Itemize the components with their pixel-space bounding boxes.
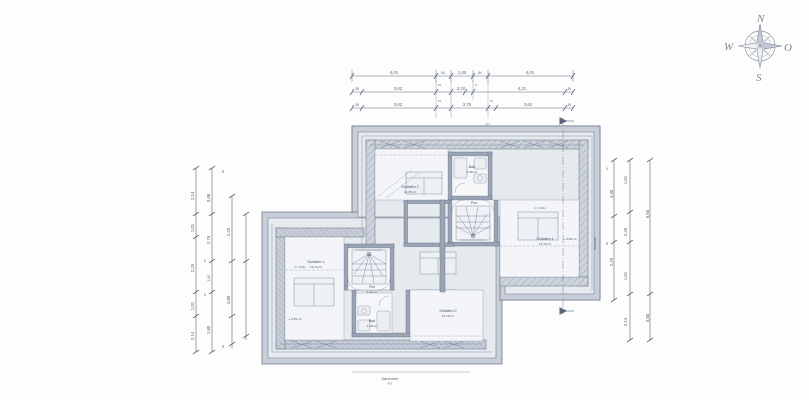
window-note-left: h = 2,00m: [294, 265, 306, 269]
room-area-schlafen2-bottom: 11,78 m²: [442, 314, 454, 318]
dim-top1-1: 84: [441, 71, 445, 75]
dim-left-m-3: 1,80: [206, 325, 211, 334]
dim-left-o-1: 1,01: [190, 223, 195, 232]
dim-left-o-3: 1,01: [190, 301, 195, 310]
compass-west-label: W: [724, 41, 734, 53]
room-area-bad-top: 4,18 m²: [467, 170, 478, 174]
dim-left-s-3: 15: [203, 293, 207, 296]
dim-left-s-1: 38: [221, 345, 225, 348]
dim-left-s-2: 15: [203, 259, 207, 262]
room-label-bad-bottom: Bad: [369, 319, 376, 323]
dim-right-t-0: 6,50: [645, 209, 650, 218]
staircase-top: [455, 205, 491, 241]
dim-left-i-1: 3,80: [226, 295, 231, 304]
room-area-flur-bottom: 5,94 m²: [367, 290, 378, 294]
room-flur-top: Flur: [451, 199, 495, 243]
room-area-bad-bottom: 4,18 m²: [367, 324, 378, 328]
dim-top3-2: 2,75: [463, 102, 472, 107]
room-label-flur-bottom: Flur: [369, 285, 376, 289]
room-area-schlafen1-left: 13,74 m²: [310, 265, 322, 269]
room-label-bad-top: Bad: [469, 165, 476, 169]
section-markers: [559, 117, 574, 315]
compass-south-label: S: [756, 72, 762, 84]
window-note-right: h = 2,00m: [534, 206, 546, 210]
room-label-flur-top: Flur: [471, 201, 478, 205]
dim-top-small-3: 15: [490, 99, 493, 103]
dim-top-small-2: 15: [438, 99, 441, 103]
right-dimension-chains: [610, 157, 654, 343]
dim-top1-3: 84: [478, 71, 482, 75]
room-area-schlafen2-top: 11,78 m²: [404, 190, 416, 194]
dim-right-t-1: 3,80: [645, 313, 650, 322]
room-schlafen1-right: h = 2,00m Schlafen 1 + 3,09 m² 13,74 m²: [499, 199, 580, 278]
top-dimension-labels: 4,01 84 1,30 84 4,01 38 3,62 2,10 4,21 3…: [355, 70, 571, 107]
dim-top-small-0: 15: [438, 83, 441, 87]
room-area-schlafen1-right: 13,74 m²: [539, 242, 551, 246]
dim-top2-4: 38: [567, 87, 571, 91]
room-label-schlafen2-bottom: Schlafen 2: [439, 309, 456, 313]
room-label-schlafen2-top: Schlafen 2: [401, 185, 418, 189]
dim-top2-1: 3,62: [394, 86, 403, 91]
compass-rose: N O S W: [724, 13, 792, 84]
room-label-schlafen1-left: Schlafen 1: [307, 260, 324, 264]
dim-right-m-1: 2,29: [609, 257, 614, 266]
room-schlafen2-top: Schlafen 2 11,78 m²: [374, 148, 449, 201]
dim-left-o-2: 2,29: [190, 263, 195, 272]
dim-top3-0: 38: [355, 103, 359, 107]
left-dimension-labels: 2,14 1,01 2,29 1,01 2,14 3,88 1,76 1,00 …: [190, 170, 231, 348]
dim-top3-3: 3,62: [524, 102, 533, 107]
dim-right-o-3: 1,01: [623, 271, 628, 280]
dim-top3-4: 38: [567, 103, 571, 107]
staircase-bottom: [351, 249, 387, 285]
room-note-schlafen1-left: + 3,09 m²: [288, 317, 301, 321]
room-bad-top: Bad 4,18 m²: [451, 155, 489, 197]
dim-top1-4: 4,01: [526, 70, 535, 75]
top-dimension-chains: [349, 70, 576, 118]
dim-top2-0: 38: [355, 87, 359, 91]
sheet-note-bottom-code: F7: [388, 382, 392, 386]
compass-north-label: N: [756, 13, 765, 25]
dim-right-o-4: 2,14: [623, 317, 628, 326]
sheet-note-top-code: F7: [486, 123, 490, 127]
right-dimension-labels: 4,30 2,29 1,01 2,29 1,01 2,14 6,50 3,80 …: [605, 167, 650, 326]
dim-left-m-1: 1,76: [206, 235, 211, 244]
dim-right-o-1: 1,01: [623, 175, 628, 184]
dim-left-o-4: 2,14: [190, 331, 195, 340]
dim-left-m-0: 3,88: [206, 193, 211, 202]
party-wall: [439, 199, 446, 293]
sheet-note-bottom: Mauerwerk: [382, 377, 399, 381]
dim-left-s-0: 38: [221, 170, 225, 173]
room-schlafen1-left: h = 2,00m Schlafen 1 13,74 m² + 3,09 m²: [284, 236, 345, 341]
left-dimension-chains: [192, 165, 250, 355]
dim-left-m-2: 1,00: [207, 275, 211, 281]
room-flur-bottom: Flur 5,94 m²: [347, 247, 391, 294]
room-bad-bottom: Bad 4,18 m²: [355, 292, 393, 334]
dim-right-o-2: 2,29: [623, 227, 628, 236]
dim-top-small-1: 8: [475, 83, 477, 87]
dim-top1-2: 1,30: [458, 70, 467, 75]
room-label-schlafen1-right: Schlafen 1: [536, 237, 553, 241]
dim-top1-0: 4,01: [390, 70, 399, 75]
lower-unit-walls: [271, 224, 492, 353]
dim-top2-3: 4,21: [518, 86, 527, 91]
wall-callout-right: Mauerwerk: [593, 236, 597, 250]
dim-top3-1: 3,62: [394, 102, 403, 107]
compass-east-label: O: [784, 42, 792, 54]
dim-right-s-0: 11: [605, 167, 609, 170]
dim-left-o-0: 2,14: [190, 191, 195, 200]
dim-left-i-0: 2,29: [226, 227, 231, 236]
upper-unit-partitions: [403, 151, 501, 247]
dim-top2-2: 2,10: [457, 86, 466, 91]
dim-right-m-0: 4,30: [609, 189, 614, 198]
dim-right-s-1: 38: [605, 242, 609, 245]
room-note-schlafen1-right: + 3,09 m²: [563, 237, 576, 241]
room-schlafen2-bottom: Schlafen 2 11,78 m²: [409, 251, 484, 342]
